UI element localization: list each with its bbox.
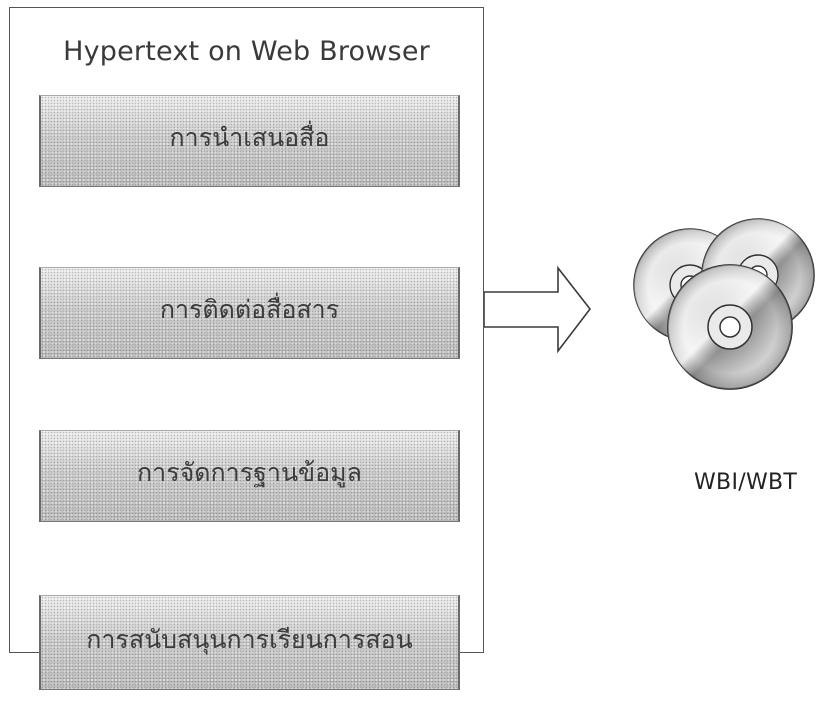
module-box-presentation: การนำเสนอสื่อ — [39, 95, 460, 187]
module-box-teaching-support: การสนับสนุนการเรียนการสอน — [39, 595, 460, 690]
cd-discs-icon — [633, 218, 815, 390]
module-label: การสนับสนุนการเรียนการสอน — [86, 624, 413, 654]
disc-front — [667, 264, 793, 390]
right-arrow-icon — [484, 265, 592, 354]
output-caption: WBI/WBT — [694, 470, 798, 495]
module-label: การจัดการฐานข้อมูล — [137, 458, 362, 487]
module-box-communication: การติดต่อสื่อสาร — [39, 267, 460, 359]
panel-title: Hypertext on Web Browser — [63, 36, 430, 67]
module-label: การติดต่อสื่อสาร — [159, 295, 340, 324]
module-box-database: การจัดการฐานข้อมูล — [39, 430, 460, 522]
module-label: การนำเสนอสื่อ — [169, 123, 330, 152]
